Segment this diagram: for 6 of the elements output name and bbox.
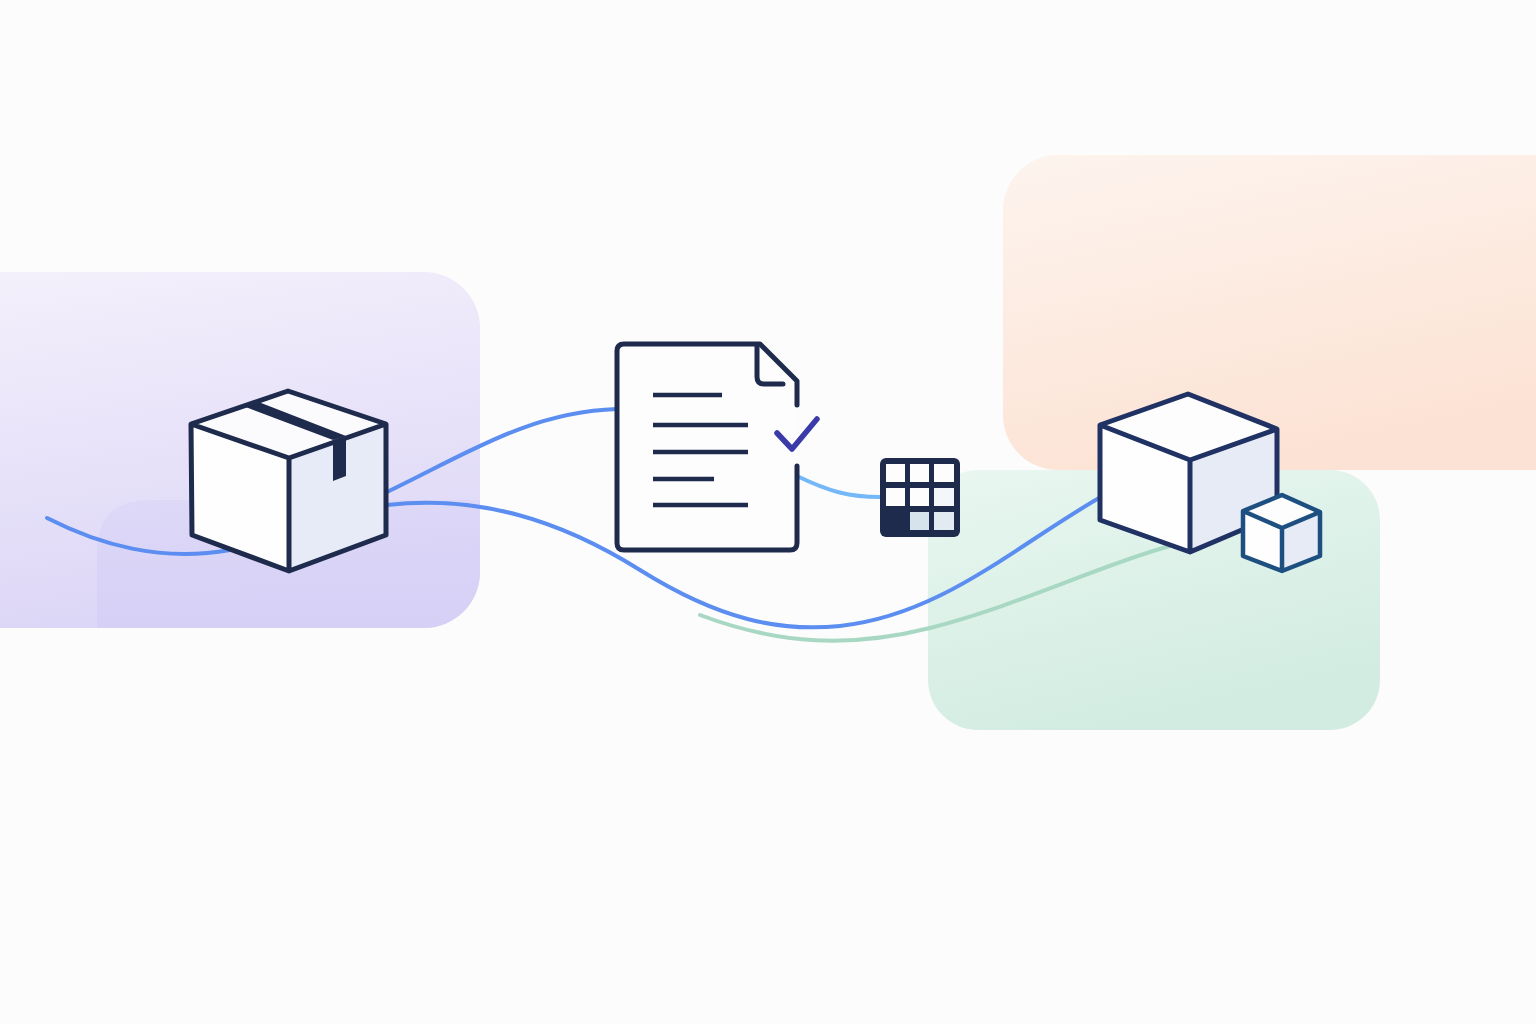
connector-line xyxy=(698,544,1172,643)
cubes-icon xyxy=(1096,390,1324,575)
grid-icon xyxy=(879,457,961,538)
connector-line xyxy=(45,516,232,556)
package-icon xyxy=(186,386,390,576)
document-icon xyxy=(614,341,822,553)
